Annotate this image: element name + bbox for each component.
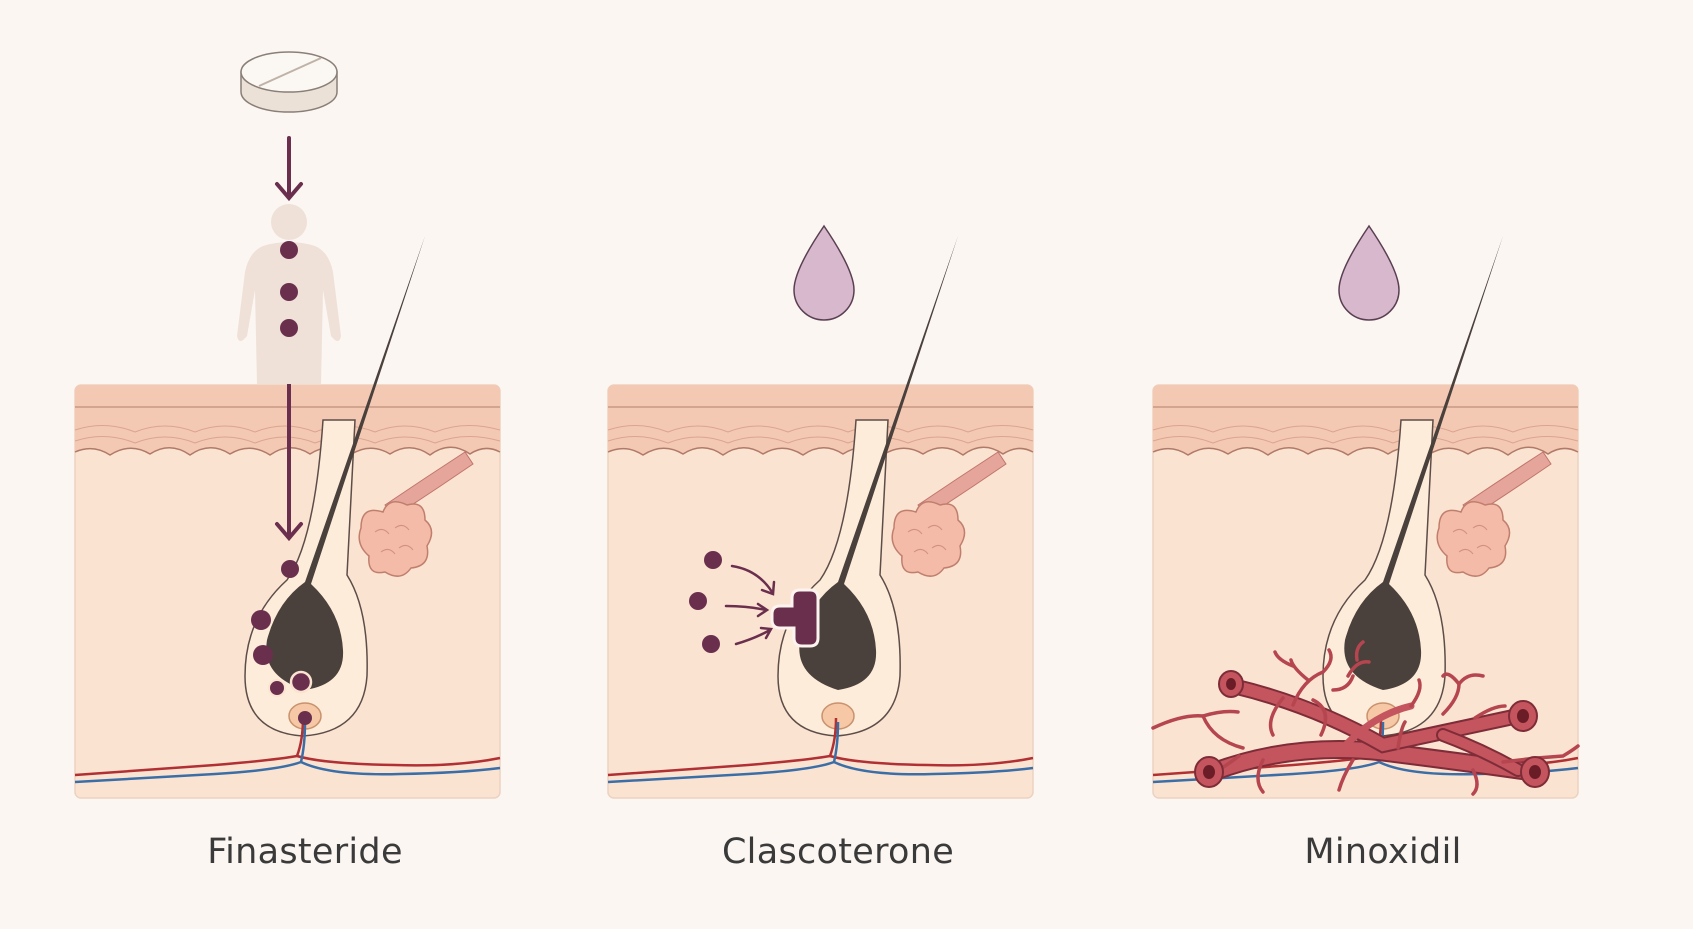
droplet-icon [793, 224, 855, 321]
finasteride-illustration [74, 51, 501, 799]
minoxidil-illustration [1151, 224, 1580, 799]
receptor-icon [770, 588, 820, 648]
arrow-down-icon [275, 136, 303, 542]
blood-vessel-icon [1151, 640, 1580, 796]
drug-molecule-icon [689, 551, 722, 653]
panel-clascoterone: Clascoterone [598, 0, 1078, 929]
panel-finasteride: Finasteride [65, 0, 545, 929]
panel-label: Clascoterone [721, 832, 955, 872]
panel-minoxidil: Minoxidil [1143, 0, 1623, 929]
blood-vessel-icon [607, 717, 1034, 784]
clascoterone-illustration [607, 224, 1034, 799]
panel-label: Finasteride [207, 832, 403, 872]
drug-molecule-icon [251, 241, 313, 725]
sebaceous-gland-icon [1436, 501, 1511, 577]
sebaceous-gland-icon [358, 501, 433, 577]
tablet-icon [240, 51, 338, 113]
hair-shaft [266, 236, 425, 690]
blood-vessel-icon [74, 717, 501, 784]
vessel-opening [1194, 670, 1550, 788]
body-silhouette-icon [237, 204, 341, 384]
droplet-icon [1338, 224, 1400, 321]
arrow-icon [724, 564, 776, 646]
panel-label: Minoxidil [1304, 832, 1462, 872]
sebaceous-gland-icon [891, 501, 966, 577]
